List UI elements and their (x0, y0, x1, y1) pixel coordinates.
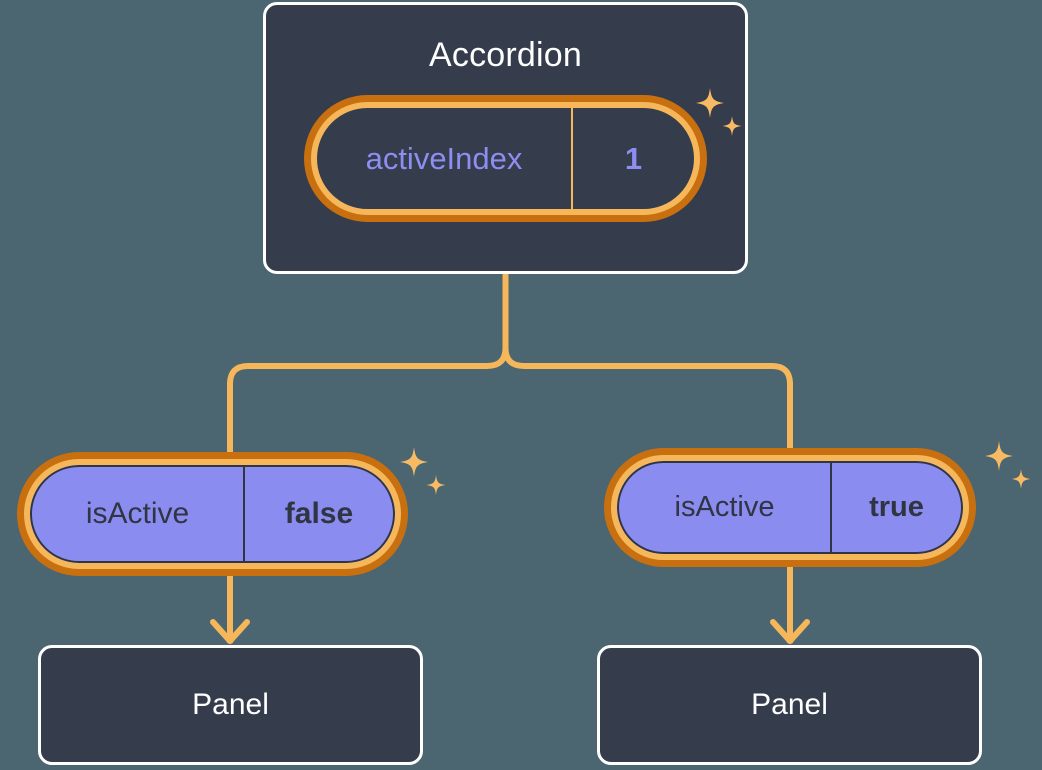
state-value-active-index: 1 (624, 140, 643, 176)
state-value-is-active-right: true (869, 491, 924, 523)
state-pill-divider (243, 467, 245, 561)
sparkles-icon (400, 447, 446, 495)
down-arrow-left-icon (210, 619, 250, 644)
state-value-is-active-left: false (284, 497, 354, 530)
sparkle-large-icon (400, 447, 428, 477)
state-pill-inner: isActive false (30, 465, 395, 563)
state-label-is-active-left: isActive (85, 497, 190, 530)
panel-component-card-left[interactable]: Panel (38, 645, 423, 765)
down-arrow-right-icon (770, 619, 810, 644)
state-label-active-index: activeIndex (365, 140, 523, 176)
state-pill-divider (830, 463, 832, 552)
state-pill-inner: isActive true (617, 461, 963, 554)
sparkle-large-icon (985, 441, 1013, 471)
state-label-is-active-right: isActive (674, 491, 775, 523)
sparkle-small-icon (426, 475, 446, 495)
connector-branch-left (227, 345, 509, 462)
panel-title-left: Panel (192, 688, 269, 721)
state-pill-active-index[interactable]: activeIndex 1 (311, 102, 700, 215)
accordion-title: Accordion (429, 36, 582, 74)
panel-title-right: Panel (751, 688, 828, 721)
state-pill-is-active-true[interactable]: isActive true (611, 455, 969, 560)
state-pill-is-active-false[interactable]: isActive false (24, 459, 401, 569)
panel-component-card-right[interactable]: Panel (597, 645, 982, 765)
connector-branch-right (502, 345, 793, 458)
state-pill-divider (571, 108, 573, 209)
sparkles-icon (985, 441, 1031, 489)
sparkle-small-icon (1011, 469, 1031, 489)
